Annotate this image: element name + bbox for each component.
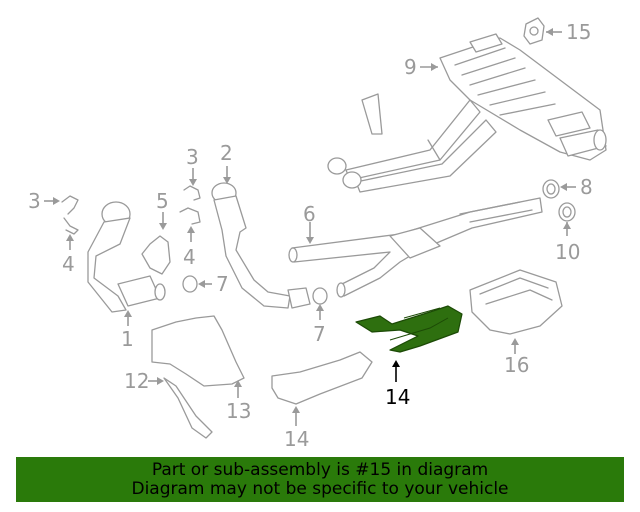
part-7-clamp-right — [312, 287, 328, 305]
part-10-clamp — [558, 202, 576, 222]
part-9-clamp — [542, 179, 560, 199]
callout-11: 15 — [566, 20, 591, 44]
info-banner: Part or sub-assembly is #15 in diagram D… — [16, 457, 624, 502]
callout-10: 10 — [555, 240, 580, 264]
part-4-gasket-left — [63, 217, 79, 235]
callout-7-center: 7 — [216, 272, 229, 296]
callout-13: 13 — [226, 399, 251, 423]
part-7-clamp-center — [182, 275, 198, 293]
part-12-bracket — [163, 377, 213, 439]
banner-line-1: Part or sub-assembly is #15 in diagram — [151, 459, 489, 480]
callout-3-left: 3 — [28, 189, 41, 213]
callout-8: 9 — [404, 55, 417, 79]
callout-2: 2 — [220, 141, 233, 165]
part-3-clamp-center — [183, 185, 201, 201]
callout-7-right: 7 — [313, 322, 326, 346]
part-16-heat-shield — [469, 269, 563, 335]
callout-12: 12 — [124, 369, 149, 393]
part-11-mount — [523, 17, 545, 45]
part-8-muffler — [327, 33, 607, 193]
part-3-clamp-left — [61, 195, 79, 215]
part-6-intermediate-pipe — [288, 197, 543, 298]
callout-16: 16 — [504, 353, 529, 377]
callout-4-left: 4 — [62, 252, 75, 276]
callout-4-center: 4 — [183, 245, 196, 269]
callout-14: 14 — [284, 427, 309, 451]
part-2-front-pipe — [211, 182, 311, 309]
part-15-heat-shield-highlighted — [355, 305, 463, 353]
callout-5: 5 — [156, 189, 169, 213]
exhaust-diagram: 15 9 8 10 6 — [28, 17, 607, 451]
part-13-heat-shield — [151, 315, 245, 387]
part-1-catalytic-converter — [87, 201, 166, 313]
part-4-gasket-center — [179, 207, 201, 225]
callout-1: 1 — [121, 327, 134, 351]
callout-9: 8 — [580, 175, 593, 199]
callout-3-center: 3 — [186, 145, 199, 169]
part-14-underbody-shield — [271, 351, 373, 405]
part-5-bracket — [141, 235, 171, 275]
banner-line-2: Diagram may not be specific to your vehi… — [131, 478, 509, 499]
callout-15: 14 — [385, 385, 410, 409]
callout-6: 6 — [303, 202, 316, 226]
